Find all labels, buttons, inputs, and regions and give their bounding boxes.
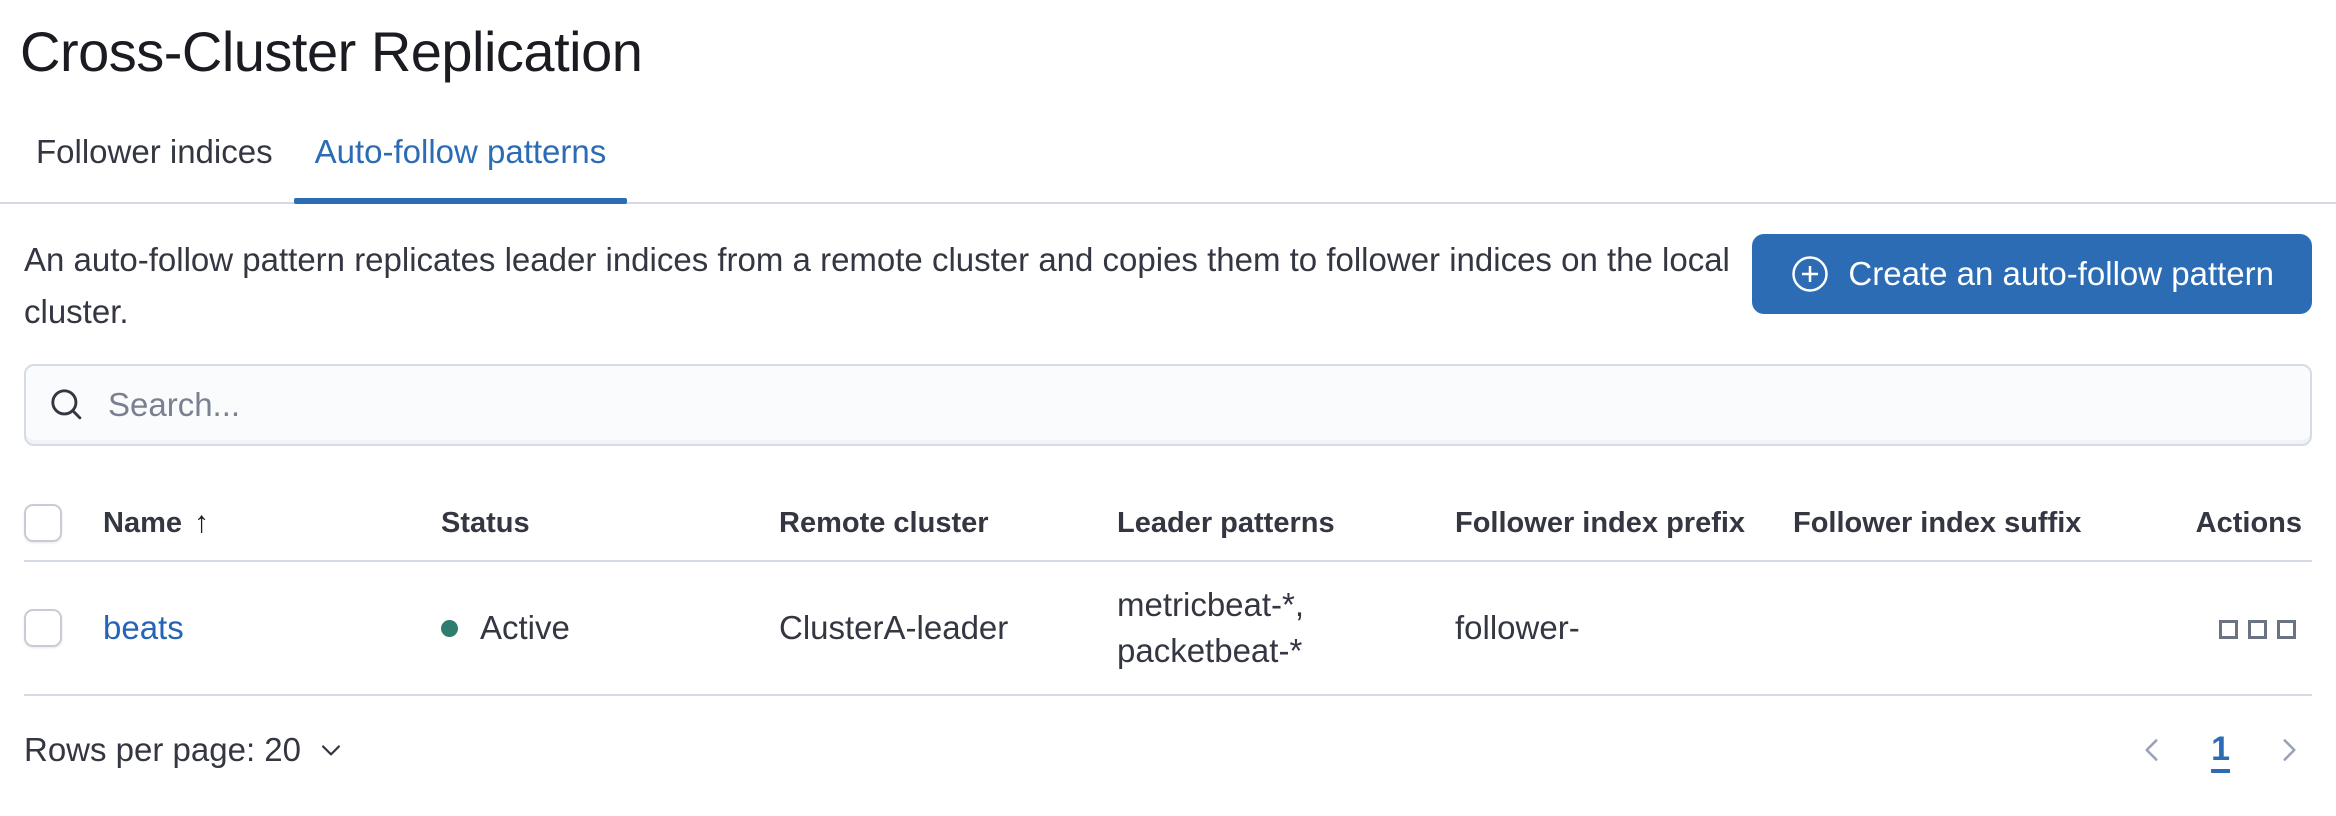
page-description: An auto-follow pattern replicates leader…: [24, 241, 1730, 330]
column-header-name[interactable]: Name ↑: [103, 506, 209, 539]
sort-ascending-icon: ↑: [194, 506, 209, 539]
row-actions-button[interactable]: [2213, 614, 2302, 645]
search-box[interactable]: [24, 364, 2312, 446]
column-header-leader-patterns: Leader patterns: [1117, 506, 1335, 539]
column-header-follower-index-prefix: Follower index prefix: [1455, 506, 1746, 539]
previous-page-button[interactable]: [2135, 733, 2169, 767]
leader-patterns-value: metricbeat-*, packetbeat-*: [1117, 586, 1305, 669]
search-input[interactable]: [106, 365, 2290, 445]
column-header-status: Status: [441, 506, 530, 539]
plus-in-circle-icon: [1792, 256, 1829, 292]
page-number-1[interactable]: 1: [2211, 730, 2230, 768]
chevron-left-icon: [2145, 738, 2158, 761]
pager: 1: [2135, 730, 2306, 769]
tab-auto-follow-patterns[interactable]: Auto-follow patterns: [293, 126, 628, 204]
chevron-down-icon: [322, 744, 341, 756]
column-header-actions: Actions: [2195, 506, 2302, 539]
rows-per-page-label: Rows per page: 20: [24, 730, 302, 768]
table-row: beats Active ClusterA-leader metricbeat-…: [24, 562, 2312, 696]
next-page-button[interactable]: [2272, 733, 2306, 767]
rows-per-page-button[interactable]: Rows per page: 20: [24, 731, 345, 769]
create-auto-follow-pattern-button[interactable]: Create an auto-follow pattern: [1752, 234, 2312, 314]
tab-follower-indices[interactable]: Follower indices: [36, 133, 273, 170]
status-active-dot-icon: [441, 619, 458, 637]
search-icon: [51, 389, 82, 420]
table-header-row: Name ↑ Status Remote cluster Leader patt…: [24, 486, 2312, 562]
create-button-label: Create an auto-follow pattern: [1848, 255, 2274, 292]
pagination: Rows per page: 20 1: [24, 696, 2312, 769]
tabs: Follower indices Auto-follow patterns: [0, 126, 2336, 204]
follower-index-prefix-value: follower-: [1455, 609, 1580, 646]
chevron-right-icon: [2283, 738, 2296, 761]
intro-section: An auto-follow pattern replicates leader…: [0, 234, 2336, 338]
auto-follow-patterns-table: Name ↑ Status Remote cluster Leader patt…: [24, 486, 2312, 696]
column-header-remote-cluster: Remote cluster: [779, 506, 989, 539]
select-all-checkbox[interactable]: [24, 504, 62, 542]
row-checkbox[interactable]: [24, 609, 62, 647]
remote-cluster-value: ClusterA-leader: [779, 609, 1009, 646]
search-row: [24, 364, 2312, 446]
boxes-horizontal-icon: [2219, 620, 2238, 639]
pattern-name-link[interactable]: beats: [103, 609, 184, 646]
status-label: Active: [480, 609, 570, 646]
column-header-follower-index-suffix: Follower index suffix: [1793, 506, 2082, 539]
page-title: Cross-Cluster Replication: [20, 20, 643, 83]
